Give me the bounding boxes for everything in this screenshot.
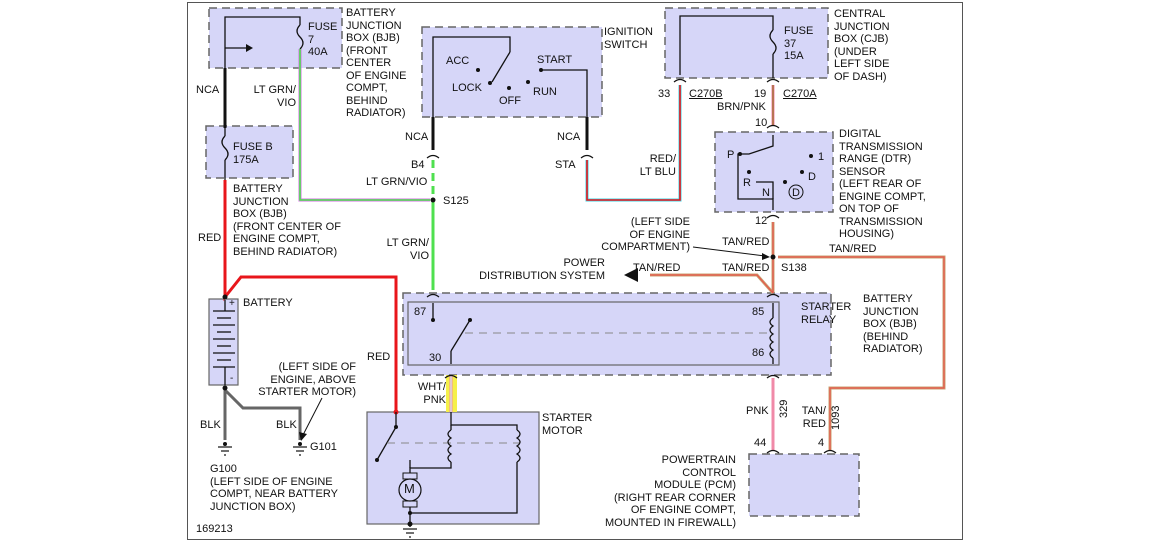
wire-wht-pnk: WHT/PNK xyxy=(417,381,446,406)
battery-minus-icon: - xyxy=(230,373,234,384)
pin-19: 19 xyxy=(754,88,767,100)
relay-pin-30: 30 xyxy=(429,352,442,364)
wire-red-ltblu: RED/LT BLU xyxy=(639,153,676,178)
diagram-id: 169213 xyxy=(196,523,233,535)
connector-b4: B4 xyxy=(411,159,425,171)
wire-ltgrn-vio-a: LT GRN/VIO xyxy=(253,84,296,109)
ign-pos-run: RUN xyxy=(533,86,557,98)
fuse-b-box xyxy=(205,125,294,179)
ign-pos-lock: LOCK xyxy=(452,82,482,94)
motor-icon: M xyxy=(404,481,415,496)
diagram-frame xyxy=(187,2,963,540)
starter-motor-box xyxy=(366,411,540,525)
wire-tan-red-1: TAN/RED xyxy=(722,236,770,248)
ign-pos-off: OFF xyxy=(499,95,521,107)
dtr-pos-n: N xyxy=(762,187,770,199)
dtr-pos-r: R xyxy=(743,177,751,189)
wires xyxy=(213,15,946,538)
ignition-switch-box xyxy=(421,26,603,118)
ign-pos-start: START xyxy=(537,54,573,66)
dtr-pos-d: D xyxy=(808,171,816,183)
arrow-left-icon xyxy=(624,268,638,282)
battery-plus-icon: + xyxy=(229,298,235,309)
battery-symbol xyxy=(208,298,239,386)
splice-s125: S125 xyxy=(443,195,469,207)
ign-pos-acc: ACC xyxy=(446,55,470,67)
wire-ltgrn-vio-b: LT GRN/VIO xyxy=(366,176,428,188)
wire-ltgrn-vio-c: LT GRN/VIO xyxy=(386,237,429,262)
wire-blk-2: BLK xyxy=(276,419,297,431)
connector-c270b: C270B xyxy=(689,88,723,100)
circuit-1093: 1093 xyxy=(830,405,842,430)
dtr-pos-d-circled: D xyxy=(792,187,800,199)
relay-pin-87: 87 xyxy=(414,306,427,318)
cjb-box xyxy=(664,7,829,79)
wire-red-2: RED xyxy=(367,351,391,363)
connector-sta: STA xyxy=(555,159,576,171)
circuit-329: 329 xyxy=(778,399,790,418)
relay-pin-86: 86 xyxy=(752,347,765,359)
pcm-box xyxy=(748,453,860,517)
pin-4: 4 xyxy=(818,437,825,449)
pin-33: 33 xyxy=(658,88,671,100)
connector-c270a: C270A xyxy=(783,88,817,100)
wire-nca-2: NCA xyxy=(405,131,429,143)
arrow-icon xyxy=(246,44,253,52)
bjb-top-box xyxy=(208,7,343,69)
wire-tan-red-5: TAN/RED xyxy=(801,405,826,430)
wire-nca-1: NCA xyxy=(196,84,220,96)
pin-44: 44 xyxy=(754,437,767,449)
pin-12: 12 xyxy=(755,215,768,227)
wire-nca-3: NCA xyxy=(557,131,581,143)
pin-10: 10 xyxy=(755,117,768,129)
g101-label: G101 xyxy=(310,441,337,453)
wire-tan-red-4: TAN/RED xyxy=(722,262,770,274)
relay-pin-85: 85 xyxy=(752,306,765,318)
wire-pnk: PNK xyxy=(746,405,769,417)
splice-s138: S138 xyxy=(781,262,807,274)
dtr-pos-p: P xyxy=(727,149,735,161)
dtr-pos-1: 1 xyxy=(818,151,825,163)
wire-red-1: RED xyxy=(198,232,222,244)
dtr-sensor-box xyxy=(714,131,834,213)
wire-brn-pnk: BRN/PNK xyxy=(717,101,766,113)
wire-tan-red-3: TAN/RED xyxy=(633,262,681,274)
wire-blk-1: BLK xyxy=(200,419,221,431)
wire-tan-red-2: TAN/RED xyxy=(829,243,877,255)
battery-label: BATTERY xyxy=(243,297,293,309)
